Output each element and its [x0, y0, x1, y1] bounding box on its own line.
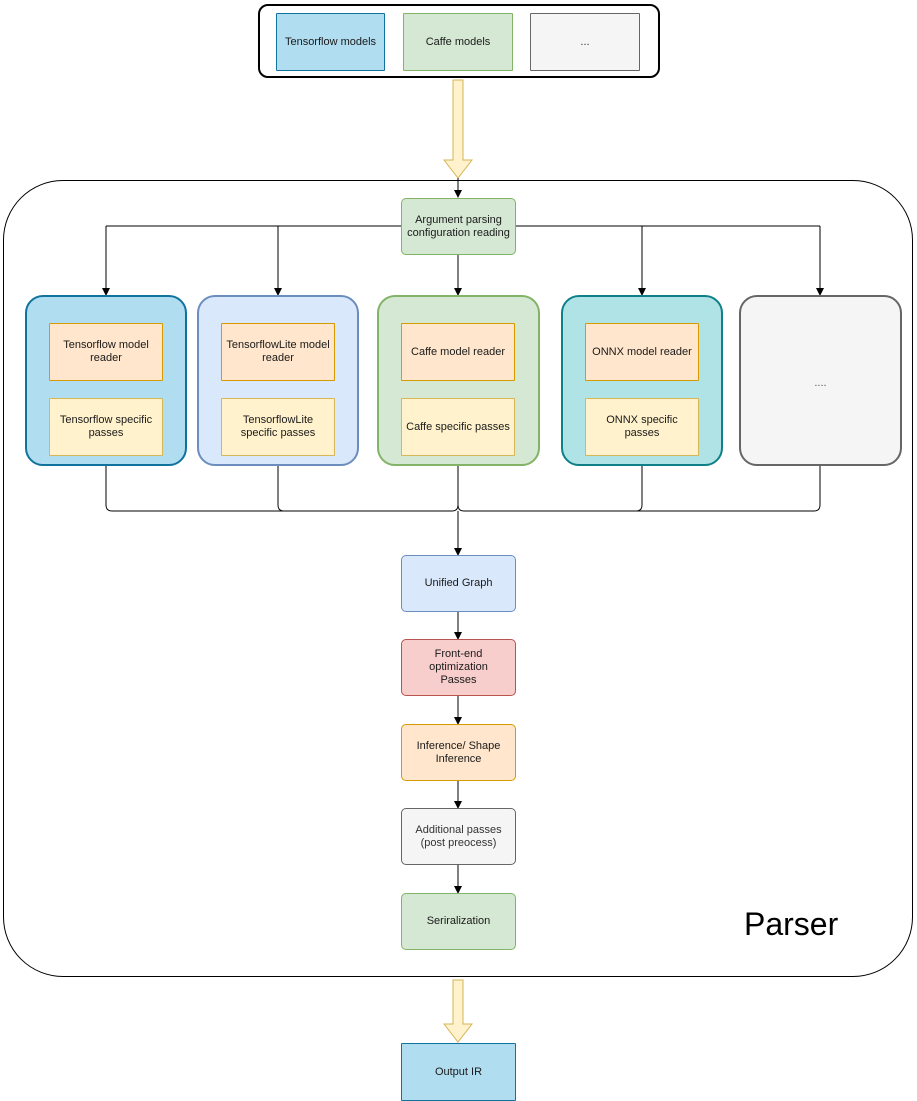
more-frontend-label: ....: [814, 376, 827, 389]
caffe-reader-label: Caffe model reader: [411, 345, 505, 358]
argument-parsing-box: Argument parsing configuration reading: [401, 198, 516, 255]
big-arrow-output: [442, 979, 474, 1043]
caffe-passes-box: Caffe specific passes: [401, 398, 515, 456]
merge-tensorflow: [105, 465, 452, 512]
big-arrow-input: [442, 79, 474, 179]
unified-graph-box: Unified Graph: [401, 555, 516, 612]
output-ir-label: Output IR: [434, 1065, 483, 1078]
merge-onnx: [635, 465, 643, 512]
merge-caffe: [451, 465, 465, 512]
tensorflow-reader-box: Tensorflow model reader: [49, 323, 163, 381]
frontend-optimization-box: Front-end optimization Passes: [401, 639, 516, 696]
tensorflowlite-passes-box: TensorflowLite specific passes: [221, 398, 335, 456]
more-frontend-panel: [739, 295, 902, 466]
onnx-passes-box: ONNX specific passes: [585, 398, 699, 456]
inference-label: Inference/ Shape Inference: [416, 739, 501, 765]
unified-graph-label: Unified Graph: [424, 577, 493, 589]
more-models-label: ...: [580, 35, 590, 48]
caffe-models-label: Caffe models: [425, 35, 491, 48]
onnx-passes-label: ONNX specific passes: [606, 414, 678, 439]
tensorflowlite-passes-label: TensorflowLite specific passes: [240, 414, 316, 439]
argument-parsing-label: Argument parsing configuration reading: [407, 213, 510, 239]
caffe-reader-box: Caffe model reader: [401, 323, 515, 381]
additional-passes-box: Additional passes (post preocess): [401, 808, 516, 865]
tensorflow-passes-box: Tensorflow specific passes: [49, 398, 163, 456]
more-models-box: ...: [530, 13, 640, 71]
onnx-reader-box: ONNX model reader: [585, 323, 699, 381]
caffe-models-box: Caffe models: [403, 13, 513, 71]
more-frontend-box: ....: [741, 355, 900, 411]
output-ir-box: Output IR: [401, 1043, 516, 1101]
tensorflow-passes-label: Tensorflow specific passes: [59, 414, 153, 439]
serialization-label: Seriralization: [426, 915, 491, 927]
tensorflow-models-label: Tensorflow models: [284, 35, 377, 48]
parser-title: Parser: [744, 906, 839, 942]
merge-more: [464, 465, 821, 512]
tensorflowlite-reader-label: TensorflowLite model reader: [226, 339, 330, 364]
tensorflow-models-box: Tensorflow models: [276, 13, 385, 71]
tensorflowlite-reader-box: TensorflowLite model reader: [221, 323, 335, 381]
inference-box: Inference/ Shape Inference: [401, 724, 516, 781]
merge-tensorflowlite: [277, 465, 285, 512]
onnx-reader-label: ONNX model reader: [592, 345, 692, 358]
frontend-optimization-label: Front-end optimization Passes: [429, 648, 488, 686]
tensorflow-reader-label: Tensorflow model reader: [63, 339, 149, 364]
caffe-passes-label: Caffe specific passes: [406, 420, 510, 433]
serialization-box: Seriralization: [401, 893, 516, 950]
additional-passes-label: Additional passes (post preocess): [415, 823, 502, 849]
